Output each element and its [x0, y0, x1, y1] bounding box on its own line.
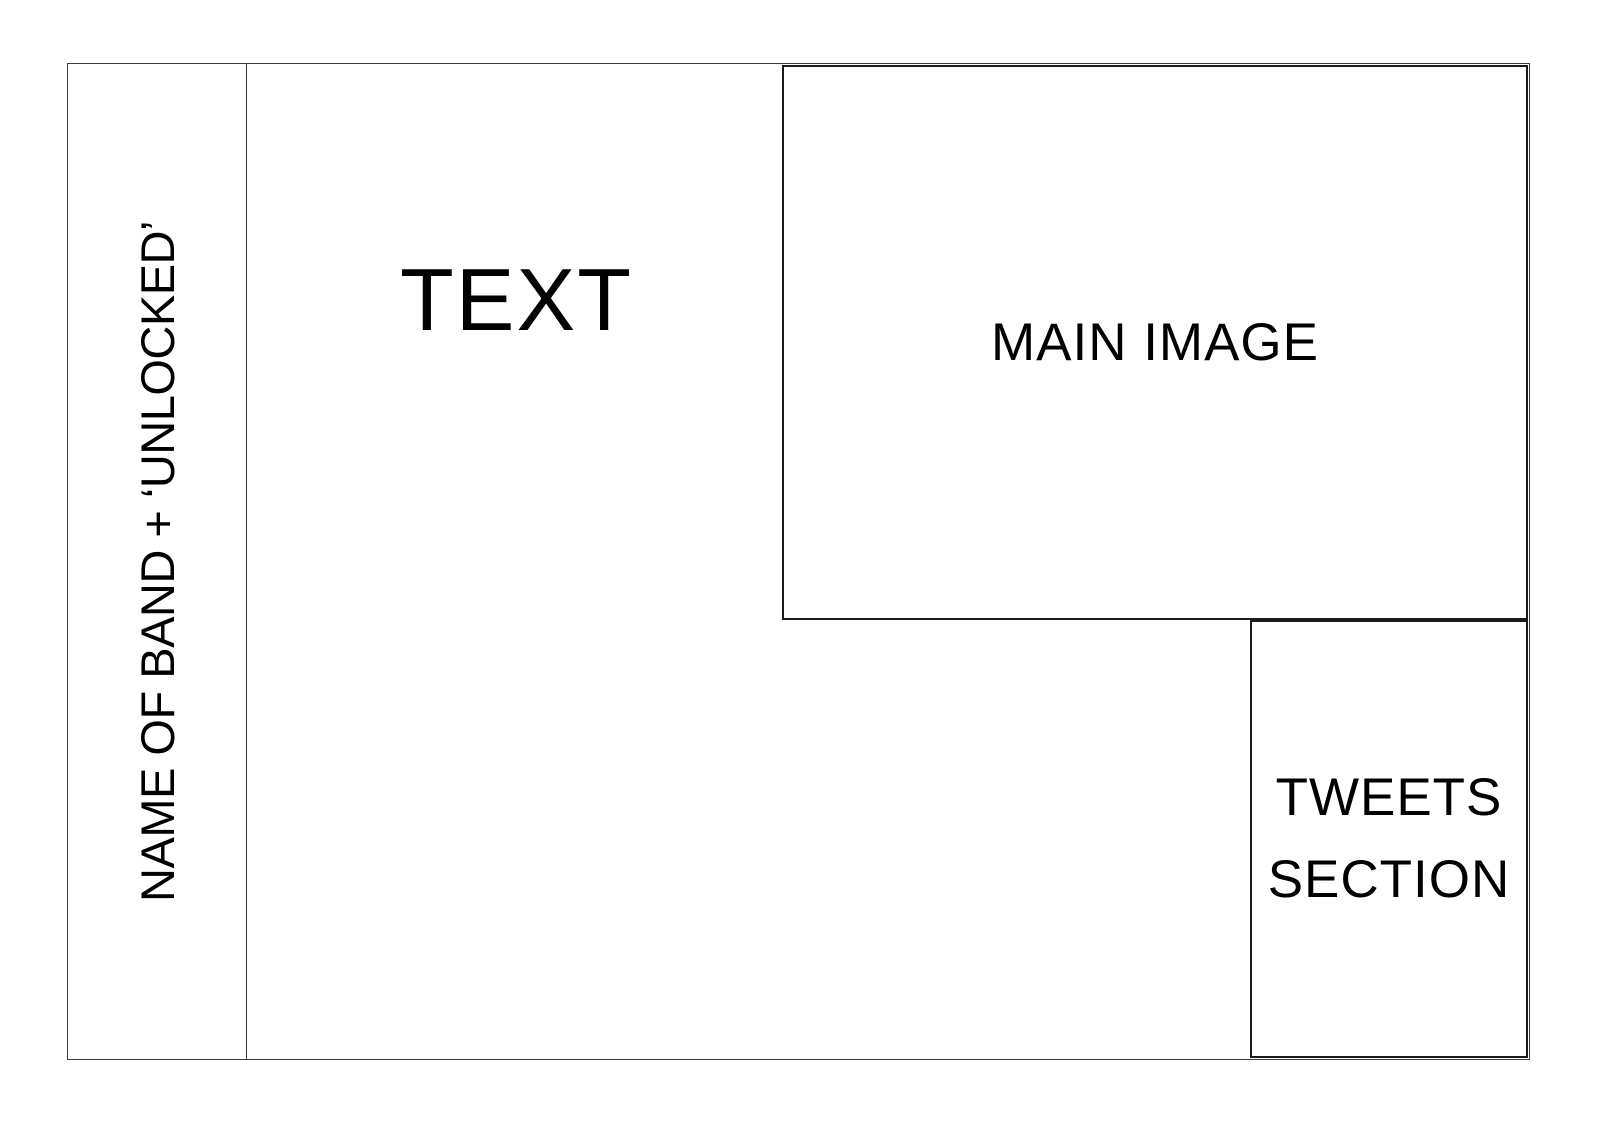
tweets-section-label: TWEETS SECTION [1267, 767, 1511, 909]
layout-frame: NAME OF BAND + ‘UNLOCKED’ TEXT MAIN IMAG… [67, 63, 1530, 1060]
main-image-label: MAIN IMAGE [990, 313, 1320, 372]
band-name-label: NAME OF BAND + ‘UNLOCKED’ [130, 221, 184, 902]
tweets-section-region: TWEETS SECTION [1250, 620, 1528, 1058]
text-placeholder-label: TEXT [400, 250, 633, 349]
main-image-region: MAIN IMAGE [782, 65, 1528, 620]
band-name-sidebar: NAME OF BAND + ‘UNLOCKED’ [68, 64, 247, 1059]
text-region: TEXT [249, 250, 784, 349]
